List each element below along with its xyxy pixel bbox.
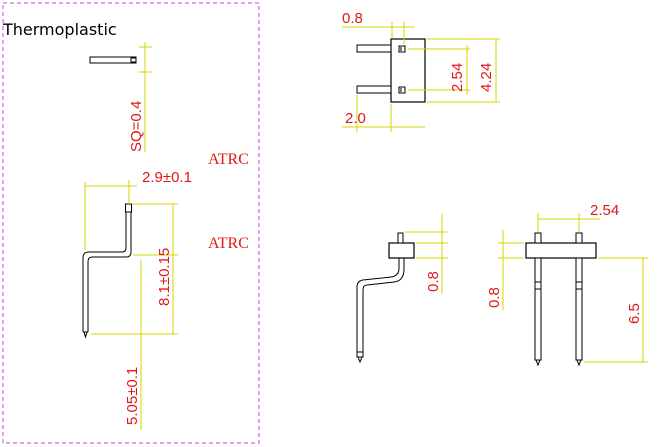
square-pin-view: SQ=0.4 [89,42,152,152]
upper-length-dimension: 8.1±0.15 [156,248,173,306]
top-pin-width-dimension: 0.8 [342,10,363,27]
pitch-dimension: 2.54 [449,63,466,92]
watermark-2: ATRC [208,235,249,252]
front-pin-length-dimension: 6.5 [626,303,643,324]
front-pitch-dimension: 2.54 [590,202,619,219]
top-view: 0.8 2.54 4.24 2.0 [342,10,500,132]
body-height-dimension: 4.24 [478,63,495,92]
side-body-height-dimension: 0.8 [425,271,442,292]
title-text: Thermoplastic [2,20,117,39]
selection-frame [2,2,260,444]
side-pin-length-dimension: 2.0 [345,110,366,127]
front-view: 2.54 0.8 6.5 [486,202,648,367]
offset-dimension: 2.9±0.1 [142,169,192,186]
watermark-1: ATRC [208,151,249,168]
front-body-height-dimension: 0.8 [486,287,503,308]
side-view: 0.8 [356,214,448,364]
sq-dimension: SQ=0.4 [128,101,145,152]
bent-pin-view: 2.9±0.1 8.1±0.15 5.05±0.1 [82,169,192,430]
lower-length-dimension: 5.05±0.1 [124,367,141,425]
